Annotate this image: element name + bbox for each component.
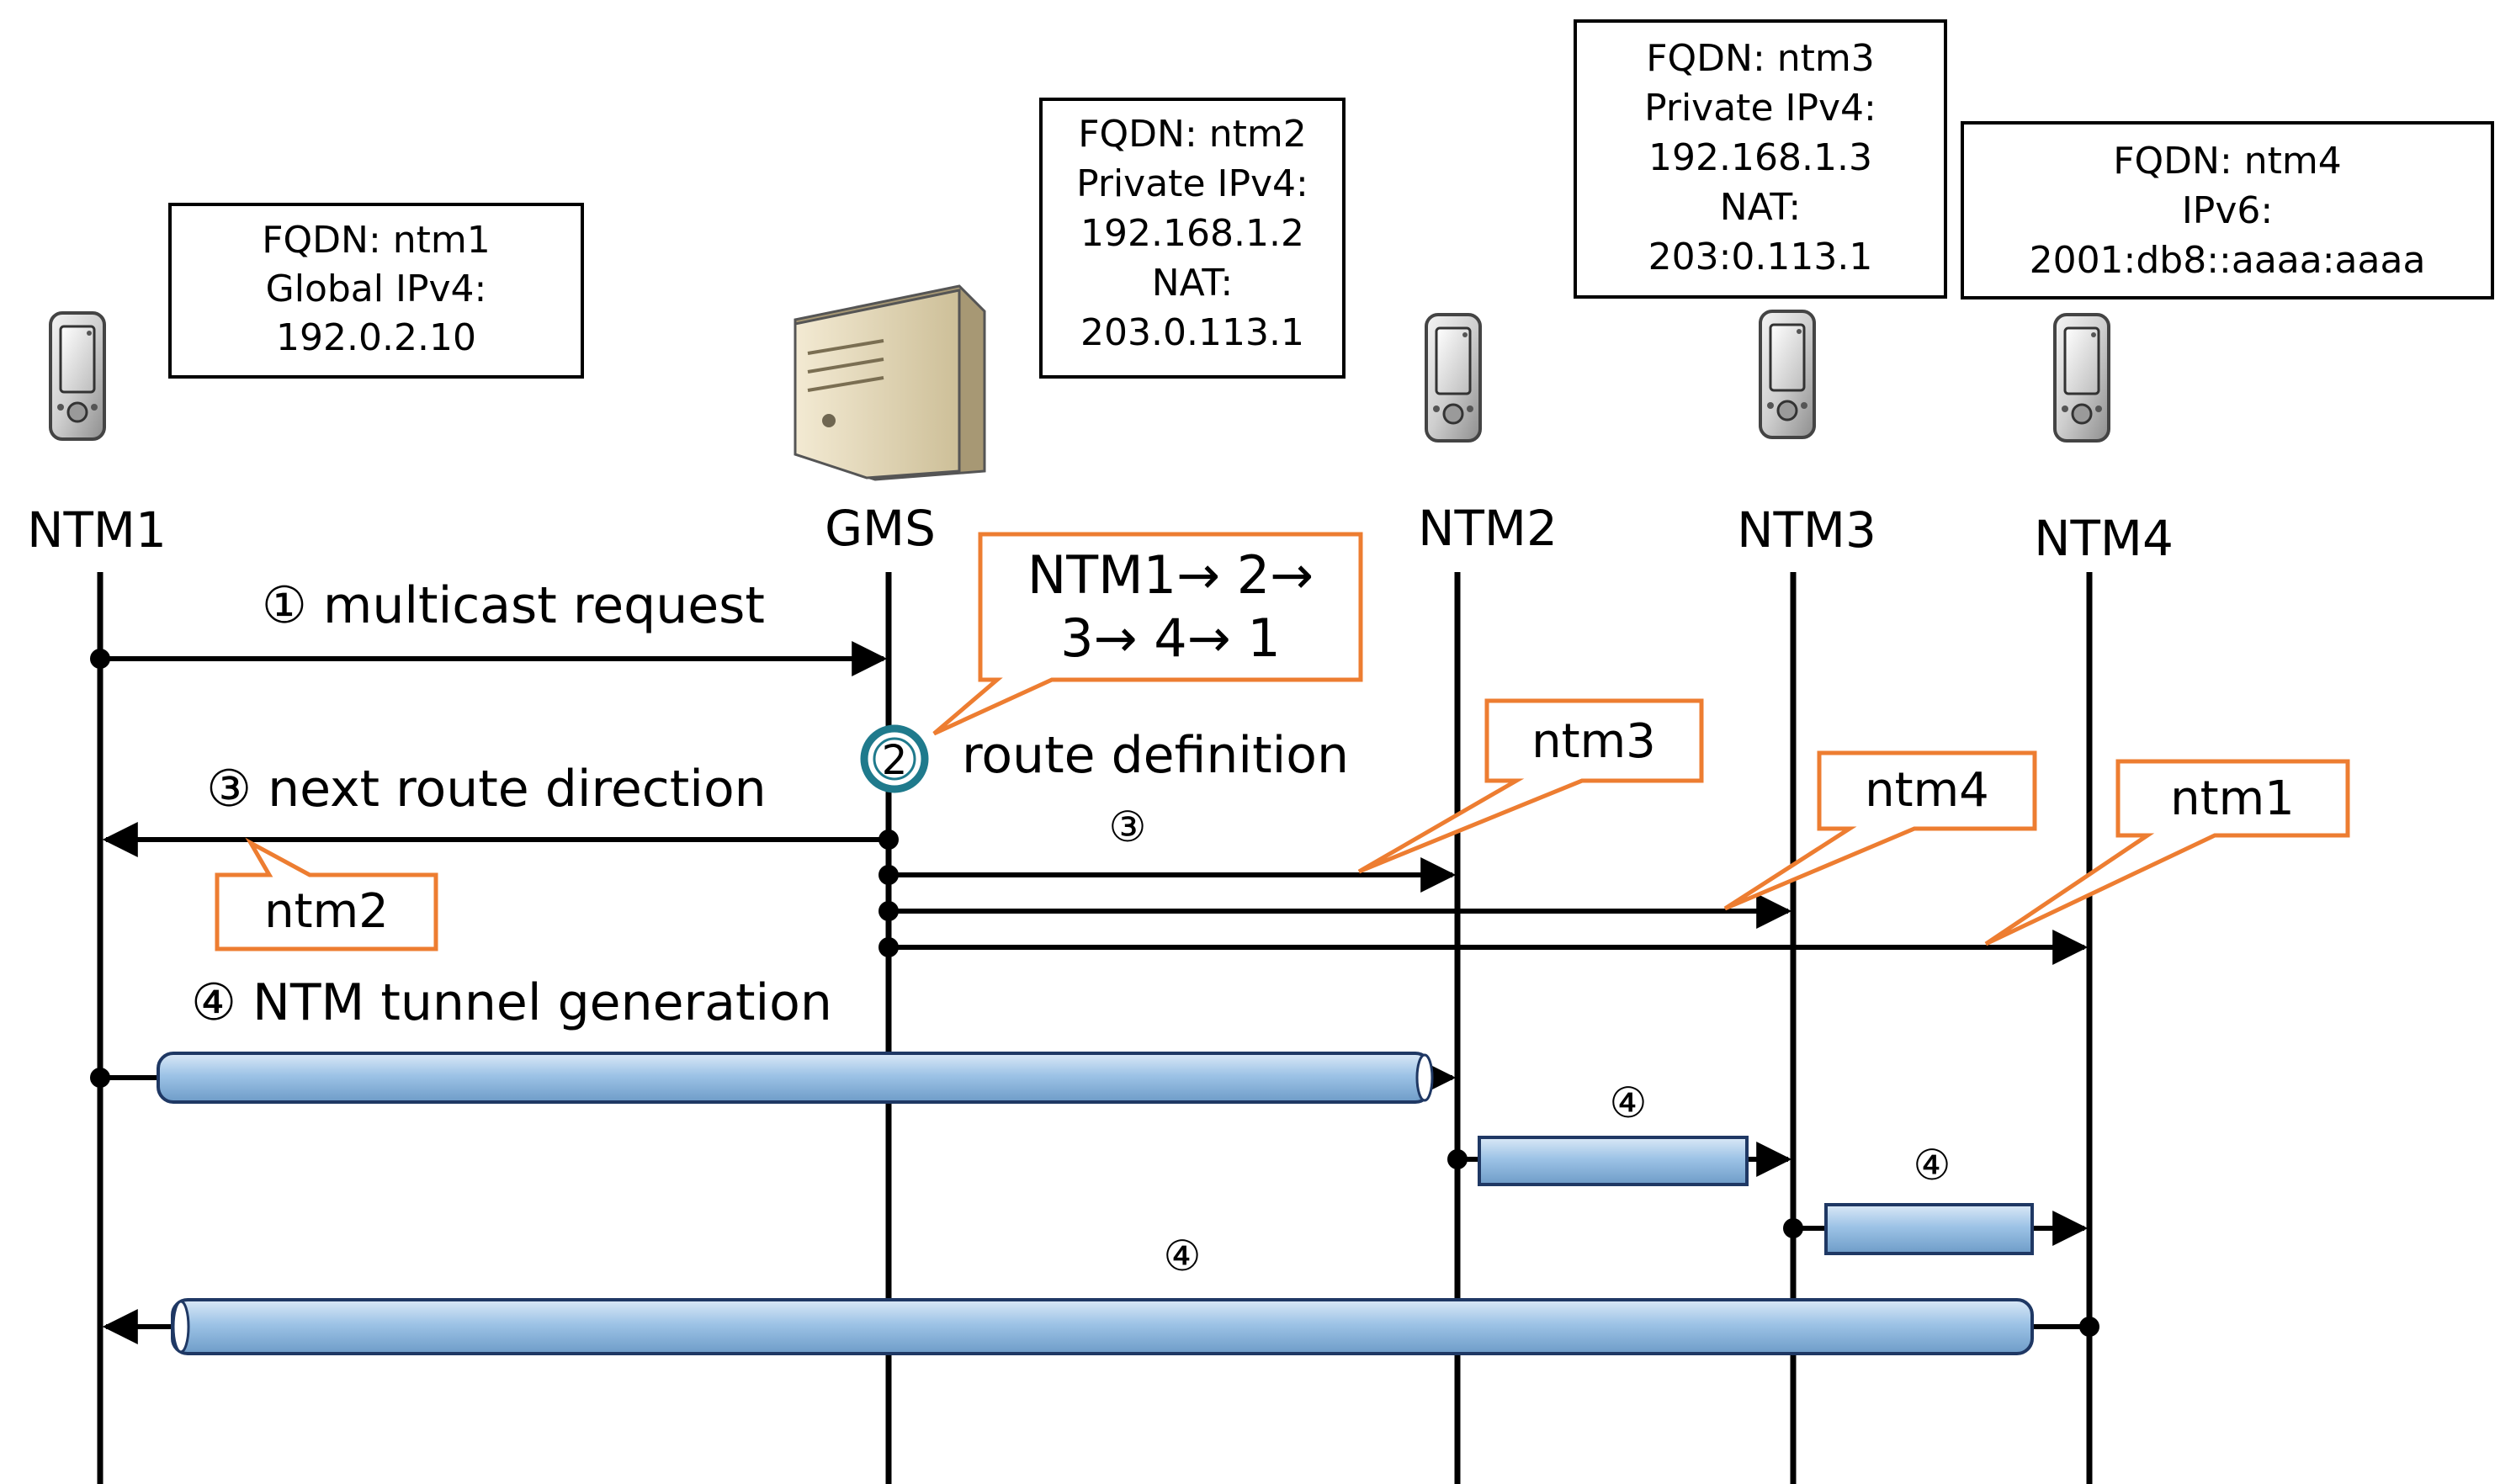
info-box-line: FQDN: ntm3 xyxy=(1646,37,1875,80)
message-origin-dot xyxy=(2079,1317,2099,1337)
message-origin-dot xyxy=(1783,1218,1803,1238)
mobile-device-icon xyxy=(1425,313,1482,443)
label-multicast-request: ① multicast request xyxy=(262,576,765,635)
tunnel-tube xyxy=(157,1052,1432,1104)
actor-label-ntm4: NTM4 xyxy=(2034,510,2174,567)
message-origin-dot xyxy=(90,649,110,669)
callout-text: ntm4 xyxy=(1865,763,1989,818)
message-to-ntm4 xyxy=(878,930,2089,965)
info-box-line: 192.0.2.10 xyxy=(276,316,476,359)
actor-label-gms: GMS xyxy=(825,500,936,557)
info-box-ntm4: FQDN: ntm4 IPv6: 2001:db8::aaaa:aaaa xyxy=(1961,121,2494,299)
info-box-line: FQDN: ntm2 xyxy=(1078,113,1307,156)
info-box-line: NAT: xyxy=(1152,262,1233,305)
info-box-line: 203:0.113.1 xyxy=(1648,236,1873,278)
step-2-number: 2 xyxy=(882,737,908,784)
mobile-device-icon xyxy=(1759,310,1816,439)
callout-route-order: NTM1→ 2→ 3→ 4→ 1 xyxy=(932,532,1363,736)
actor-label-ntm1: NTM1 xyxy=(27,501,167,559)
tunnel-tube xyxy=(1478,1136,1749,1186)
server-tower-icon xyxy=(794,284,986,481)
actor-label-ntm3: NTM3 xyxy=(1737,501,1876,559)
label-route-definition: route definition xyxy=(962,726,1349,785)
info-box-line: Private IPv4: xyxy=(1644,87,1876,130)
info-box-line: 203.0.113.1 xyxy=(1080,311,1304,354)
label-next-route-direction: ③ next route direction xyxy=(206,760,766,819)
info-box-line: IPv6: xyxy=(2182,189,2273,232)
message-next-route-direction: ③ next route direction xyxy=(102,760,899,857)
info-box-line: FQDN: ntm4 xyxy=(2113,140,2342,183)
info-box-line: 2001:db8::aaaa:aaaa xyxy=(2030,239,2426,282)
step-route-definition: 2 route definition xyxy=(860,724,1349,793)
step-3-marker: ③ xyxy=(1109,803,1147,851)
message-origin-dot xyxy=(878,829,899,850)
tunnel-ntm1-ntm2 xyxy=(90,1052,1457,1104)
tunnel-tube xyxy=(171,1298,2034,1355)
callout-text: ntm2 xyxy=(264,884,389,939)
message-to-ntm3 xyxy=(878,893,1792,929)
message-origin-dot xyxy=(878,901,899,921)
callout-ntm1: ntm1 xyxy=(1984,759,2350,946)
callout-ntm2: ntm2 xyxy=(215,837,438,951)
info-box-ntm2: FQDN: ntm2 Private IPv4: 192.168.1.2 NAT… xyxy=(1039,98,1346,379)
callout-ntm4: ntm4 xyxy=(1723,750,2037,911)
tunnel-ntm2-ntm3 xyxy=(1447,1136,1792,1186)
message-origin-dot xyxy=(90,1068,110,1088)
message-origin-dot xyxy=(878,865,899,885)
message-to-ntm2 xyxy=(878,857,1457,893)
actor-icons xyxy=(49,284,2110,481)
actor-label-ntm2: NTM2 xyxy=(1418,500,1558,557)
tunnel-ntm3-ntm4 xyxy=(1783,1203,2089,1255)
tunnel-tube xyxy=(1824,1203,2034,1255)
label-tunnel-generation: ④ NTM tunnel generation xyxy=(191,973,832,1032)
step-4-marker: ④ xyxy=(1610,1079,1648,1127)
info-box-ntm1: FQDN: ntm1 Global IPv4: 192.0.2.10 xyxy=(168,203,584,379)
info-box-line: 192.168.1.2 xyxy=(1080,212,1304,255)
step-2-inner-ring xyxy=(873,737,916,781)
callout-ntm3: ntm3 xyxy=(1357,698,1704,874)
mobile-device-icon xyxy=(49,311,106,441)
info-box-line: 192.168.1.3 xyxy=(1648,136,1872,179)
info-box-line: Private IPv4: xyxy=(1076,162,1308,205)
info-box-line: Global IPv4: xyxy=(266,268,487,310)
step-4-marker: ④ xyxy=(1164,1232,1202,1280)
info-box-line: FQDN: ntm1 xyxy=(262,219,491,262)
message-origin-dot xyxy=(1447,1149,1468,1169)
callout-text: ntm3 xyxy=(1531,714,1656,769)
callout-line: NTM1→ 2→ xyxy=(1027,544,1314,606)
info-box-ntm3: FQDN: ntm3 Private IPv4: 192.168.1.3 NAT… xyxy=(1574,19,1947,299)
message-origin-dot xyxy=(878,937,899,957)
step-4-marker: ④ xyxy=(1914,1141,1951,1190)
info-box-line: NAT: xyxy=(1720,186,1801,229)
mobile-device-icon xyxy=(2053,313,2110,443)
tunnel-ntm4-ntm1 xyxy=(102,1298,2099,1355)
callout-text: ntm1 xyxy=(2170,771,2295,826)
message-multicast-request: ① multicast request xyxy=(90,576,888,676)
callout-line: 3→ 4→ 1 xyxy=(1060,607,1281,669)
